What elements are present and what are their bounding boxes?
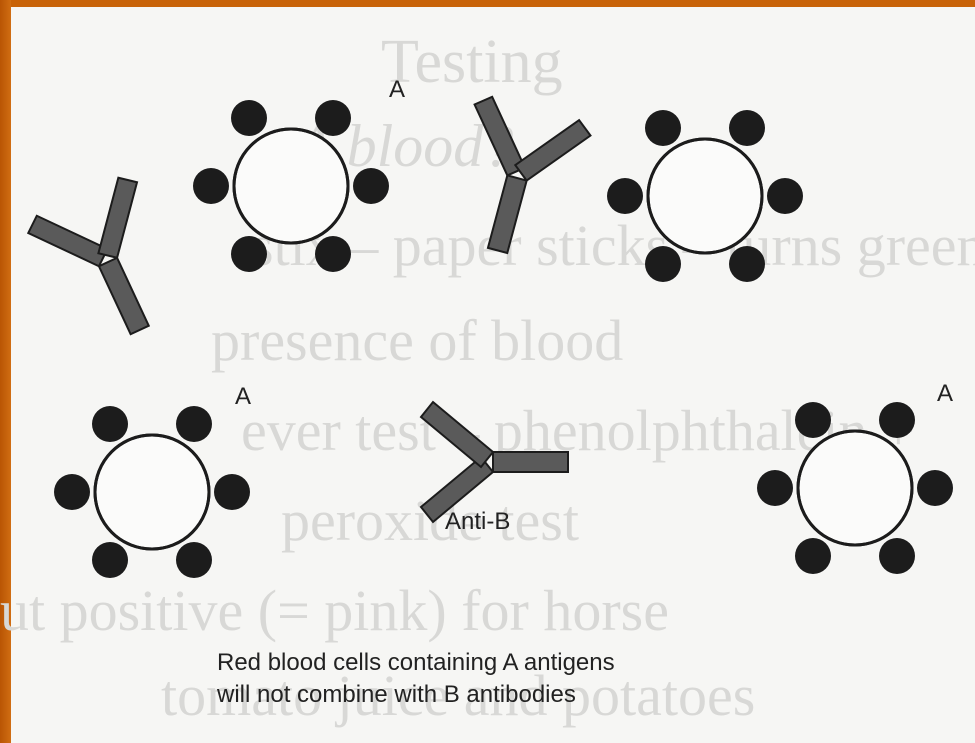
label-a-top: A (389, 76, 405, 104)
red-blood-cell-top-left (193, 100, 389, 272)
label-a-bottom-left: A (235, 383, 251, 411)
antibody-left (23, 171, 194, 355)
label-a-bottom-right: A (937, 380, 953, 408)
red-blood-cell-bottom-left (54, 406, 250, 578)
antibody-anti-b (421, 402, 568, 522)
antibody-label: Anti-B (445, 508, 510, 536)
red-blood-cell-top-right (607, 110, 803, 282)
caption-line-2: will not combine with B antibodies (217, 681, 576, 709)
red-blood-cell-bottom-right (757, 402, 953, 574)
antibody-center-top (440, 93, 594, 266)
caption-line-1: Red blood cells containing A antigens (217, 649, 615, 677)
